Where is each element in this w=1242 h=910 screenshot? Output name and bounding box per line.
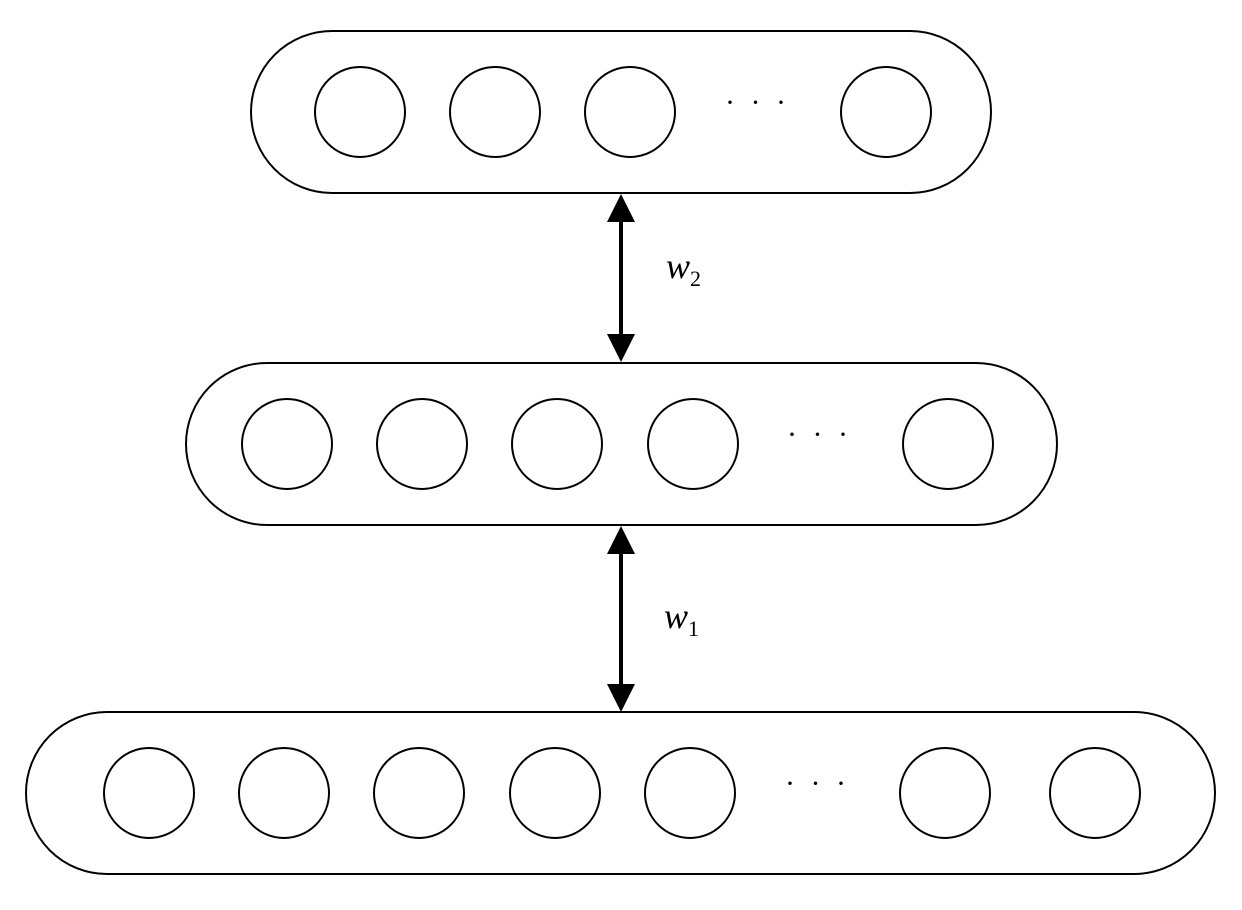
- layer-middle: · · ·: [185, 362, 1058, 526]
- weight-subscript: 2: [690, 266, 701, 291]
- layer-bottom-box: [25, 711, 1216, 875]
- unit-node: [449, 66, 541, 158]
- unit-node: [314, 66, 406, 158]
- ellipsis: · · ·: [785, 767, 850, 800]
- unit-node: [644, 747, 736, 839]
- ellipsis: · · ·: [787, 418, 852, 451]
- unit-node: [373, 747, 465, 839]
- layer-middle-box: [185, 362, 1058, 526]
- weight-symbol: w: [664, 596, 688, 636]
- unit-node: [376, 398, 468, 490]
- layer-top: · · ·: [250, 30, 992, 194]
- connection-w1: w1: [607, 526, 699, 712]
- arrow-up-icon: [607, 194, 635, 222]
- unit-node: [584, 66, 676, 158]
- arrow-up-icon: [607, 526, 635, 554]
- weight-label-w1: w1: [664, 596, 699, 641]
- unit-node: [511, 398, 603, 490]
- unit-node: [238, 747, 330, 839]
- layer-bottom: · · ·: [25, 711, 1216, 875]
- arrow-down-icon: [607, 684, 635, 712]
- unit-node: [1049, 747, 1141, 839]
- unit-node: [103, 747, 195, 839]
- layer-top-box: [250, 30, 992, 194]
- ellipsis: · · ·: [725, 86, 790, 119]
- unit-node: [647, 398, 739, 490]
- weight-label-w2: w2: [666, 246, 701, 291]
- unit-node: [899, 747, 991, 839]
- connection-w2: w2: [607, 194, 701, 362]
- weight-symbol: w: [666, 246, 690, 286]
- unit-node: [840, 66, 932, 158]
- weight-subscript: 1: [688, 616, 699, 641]
- unit-node: [509, 747, 601, 839]
- unit-node: [902, 398, 994, 490]
- arrow-down-icon: [607, 334, 635, 362]
- unit-node: [241, 398, 333, 490]
